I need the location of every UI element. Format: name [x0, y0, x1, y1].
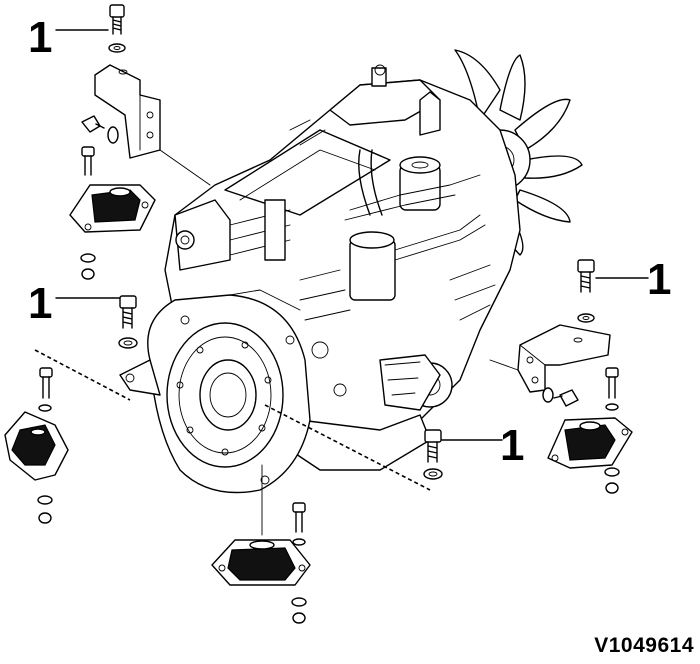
- figure-id-label: V1049614: [594, 634, 694, 657]
- callout-label-mid-left: 1: [28, 279, 52, 328]
- callout-label-center-bottom: 1: [500, 421, 524, 470]
- callout-top-left: 1: [28, 13, 109, 62]
- callout-right: 1: [595, 255, 671, 304]
- rear-left-mount-group: [4, 349, 131, 524]
- callout-label-right: 1: [647, 255, 671, 304]
- rear-center-mount-group: [211, 464, 311, 624]
- engine-bracket-right: [517, 324, 611, 393]
- engine-bracket-left: [94, 64, 161, 159]
- callout-label-top-left: 1: [28, 13, 52, 62]
- flywheel-mount-bolt-left: [118, 295, 138, 349]
- flywheel-housing: [119, 294, 311, 494]
- flywheel-mount-bolt-center: [264, 404, 443, 491]
- callout-center-bottom: 1: [441, 421, 524, 470]
- rubber-mount-front-left: [69, 184, 156, 233]
- bracket-bolt-right: [577, 259, 595, 323]
- rubber-mount-center-bottom: [211, 539, 311, 586]
- bracket-bolt-top-left: [108, 4, 126, 53]
- callout-mid-left: 1: [28, 279, 121, 328]
- front-left-mount-group: [69, 4, 211, 280]
- front-right-mount-group: [489, 259, 633, 494]
- rubber-mount-front-right: [547, 417, 633, 469]
- rubber-mount-rear-left: [4, 411, 69, 481]
